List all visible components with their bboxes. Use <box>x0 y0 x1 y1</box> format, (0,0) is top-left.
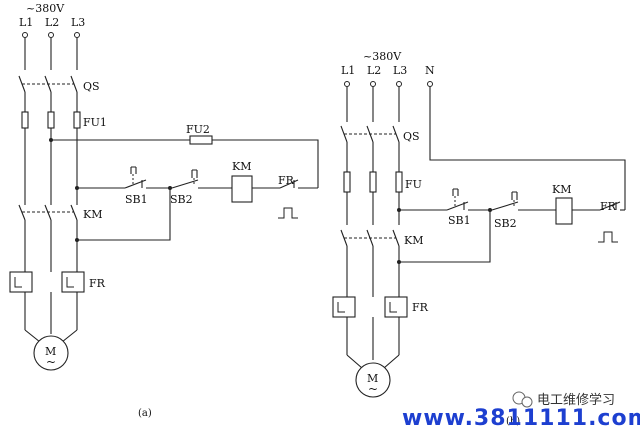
terminal-b-l2 <box>370 81 376 87</box>
fu2-label-a: FU2 <box>186 123 210 136</box>
fr-heaters-b <box>332 296 408 318</box>
km-coil-b <box>555 197 573 225</box>
motor-label-b: M <box>367 372 378 385</box>
sb2-button-a <box>171 169 199 189</box>
qs-switch-a <box>18 75 78 112</box>
phase-label-a-l2: L2 <box>45 16 59 29</box>
fu1-label-a: FU1 <box>83 116 107 129</box>
sb1-button-b <box>446 188 469 211</box>
terminal-b-l1 <box>344 81 350 87</box>
phase-label-a-l3: L3 <box>71 16 85 29</box>
phase-label-b-n: N <box>425 64 435 77</box>
sb1-label-b: SB1 <box>448 214 471 227</box>
km-coil-label-b: KM <box>552 183 571 196</box>
terminal-b-n <box>427 81 433 87</box>
fr-contact-label-a: FR <box>278 174 295 187</box>
km-coil-label-a: KM <box>232 160 251 173</box>
sb2-label-b: SB2 <box>494 217 517 230</box>
caption-b: (b) <box>506 416 520 427</box>
watermark: 电工维修学习 www.3811111.com <box>402 391 640 431</box>
phase-label-b-l1: L1 <box>341 64 355 77</box>
terminal-a-l1 <box>22 32 28 38</box>
fr-heaters-a <box>9 271 85 293</box>
phase-label-a-l1: L1 <box>19 16 33 29</box>
sb2-button-b <box>491 191 519 211</box>
motor-b <box>355 362 391 398</box>
terminal-a-l3 <box>74 32 80 38</box>
sb2-label-a: SB2 <box>170 193 193 206</box>
fu-fuses-b <box>343 171 403 193</box>
motor-sym-b: ~ <box>368 382 378 396</box>
qs-label-a: QS <box>83 80 100 93</box>
motor-label-a: M <box>45 345 56 358</box>
fr-heater-label-a: FR <box>89 277 106 290</box>
voltage-label-a: ~380V <box>26 2 65 15</box>
voltage-label-b: ~380V <box>363 50 402 63</box>
fu2-fuse-a <box>189 135 213 145</box>
km-coil-a <box>231 175 253 203</box>
fr-contact-a <box>278 179 299 219</box>
fu1-fuses-a <box>21 111 81 129</box>
km-contacts-label-b: KM <box>404 234 423 247</box>
wechat-icon <box>512 391 533 408</box>
phase-label-b-l2: L2 <box>367 64 381 77</box>
diagram-a: ~380V L1 L2 L3 QS FU1 FU2 <box>9 2 319 419</box>
fr-contact-label-b: FR <box>600 200 617 213</box>
caption-a: (a) <box>138 408 152 419</box>
diagram-b: ~380V L1 L2 L3 N QS FU <box>332 50 626 427</box>
qs-label-b: QS <box>403 130 420 143</box>
fr-heater-label-b: FR <box>412 301 429 314</box>
km-contacts-label-a: KM <box>83 208 102 221</box>
terminal-b-l3 <box>396 81 402 87</box>
motor-sym-a: ~ <box>46 355 56 369</box>
phase-label-b-l3: L3 <box>393 64 407 77</box>
watermark-url: www.3811111.com <box>402 406 640 431</box>
watermark-account: 电工维修学习 <box>537 392 615 408</box>
sb1-label-a: SB1 <box>125 193 148 206</box>
km-contacts-a <box>18 204 78 221</box>
km-contacts-b <box>340 229 400 247</box>
fr-contact-b <box>598 201 621 243</box>
fu-label-b: FU <box>405 178 422 191</box>
qs-switch-b <box>340 125 400 172</box>
terminal-a-l2 <box>48 32 54 38</box>
motor-a <box>33 335 69 371</box>
sb1-button-a <box>124 166 147 189</box>
